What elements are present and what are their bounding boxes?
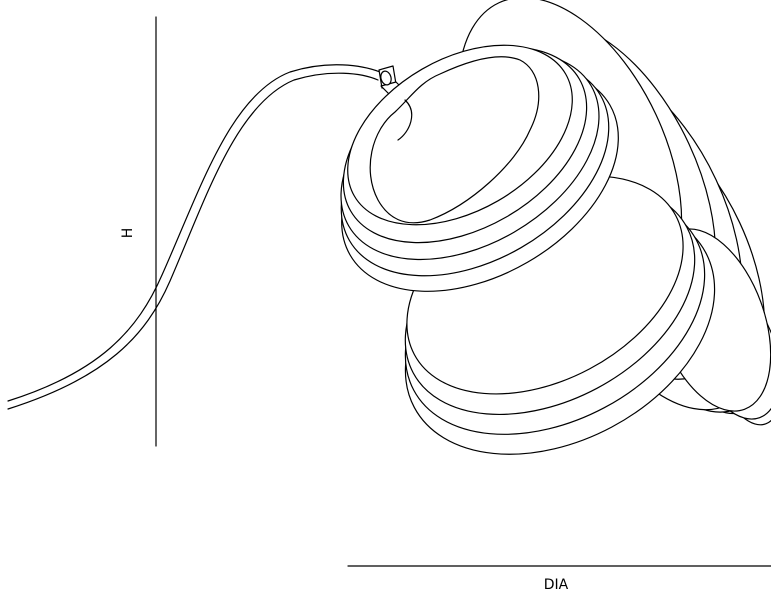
height-label: H <box>120 228 136 239</box>
power-cord <box>7 64 381 402</box>
diameter-label: DIA <box>544 577 569 593</box>
power-cord-inner <box>7 72 379 410</box>
lamp-top-dome <box>369 56 540 224</box>
